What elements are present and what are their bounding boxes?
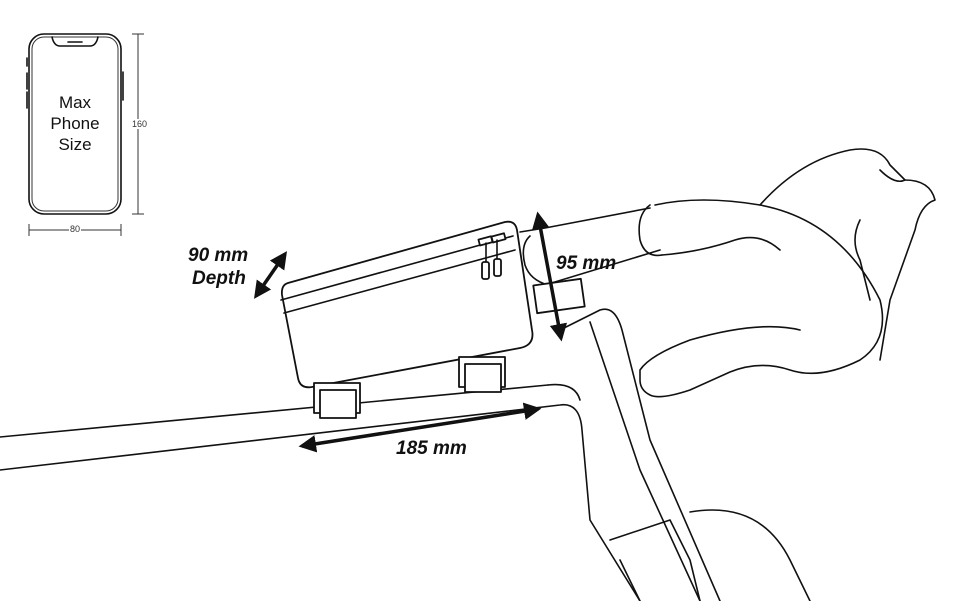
- phone-height-label: 160: [131, 119, 149, 129]
- length-arrow: [298, 402, 542, 453]
- phone-label-line: Size: [58, 135, 92, 154]
- phone-outline: [26, 33, 124, 215]
- height-arrow: [531, 211, 568, 342]
- depth-value-label: 90 mm: [188, 245, 249, 266]
- phone-width-label: 80: [69, 224, 82, 234]
- bike-frame: [0, 308, 811, 601]
- height-label: 95 mm: [556, 253, 617, 274]
- phone-label-line: Max: [58, 93, 92, 112]
- length-label: 185 mm: [396, 438, 467, 459]
- zipper-pulls: [477, 232, 507, 280]
- depth-arrow: [254, 251, 287, 299]
- velcro-straps: [313, 356, 506, 419]
- depth-word-label: Depth: [192, 268, 246, 289]
- phone-label-line: Phone: [50, 114, 100, 133]
- phone-size-label: Max Phone Size: [29, 92, 121, 155]
- dimension-arrows: [254, 211, 568, 453]
- frame-bag: [280, 220, 534, 419]
